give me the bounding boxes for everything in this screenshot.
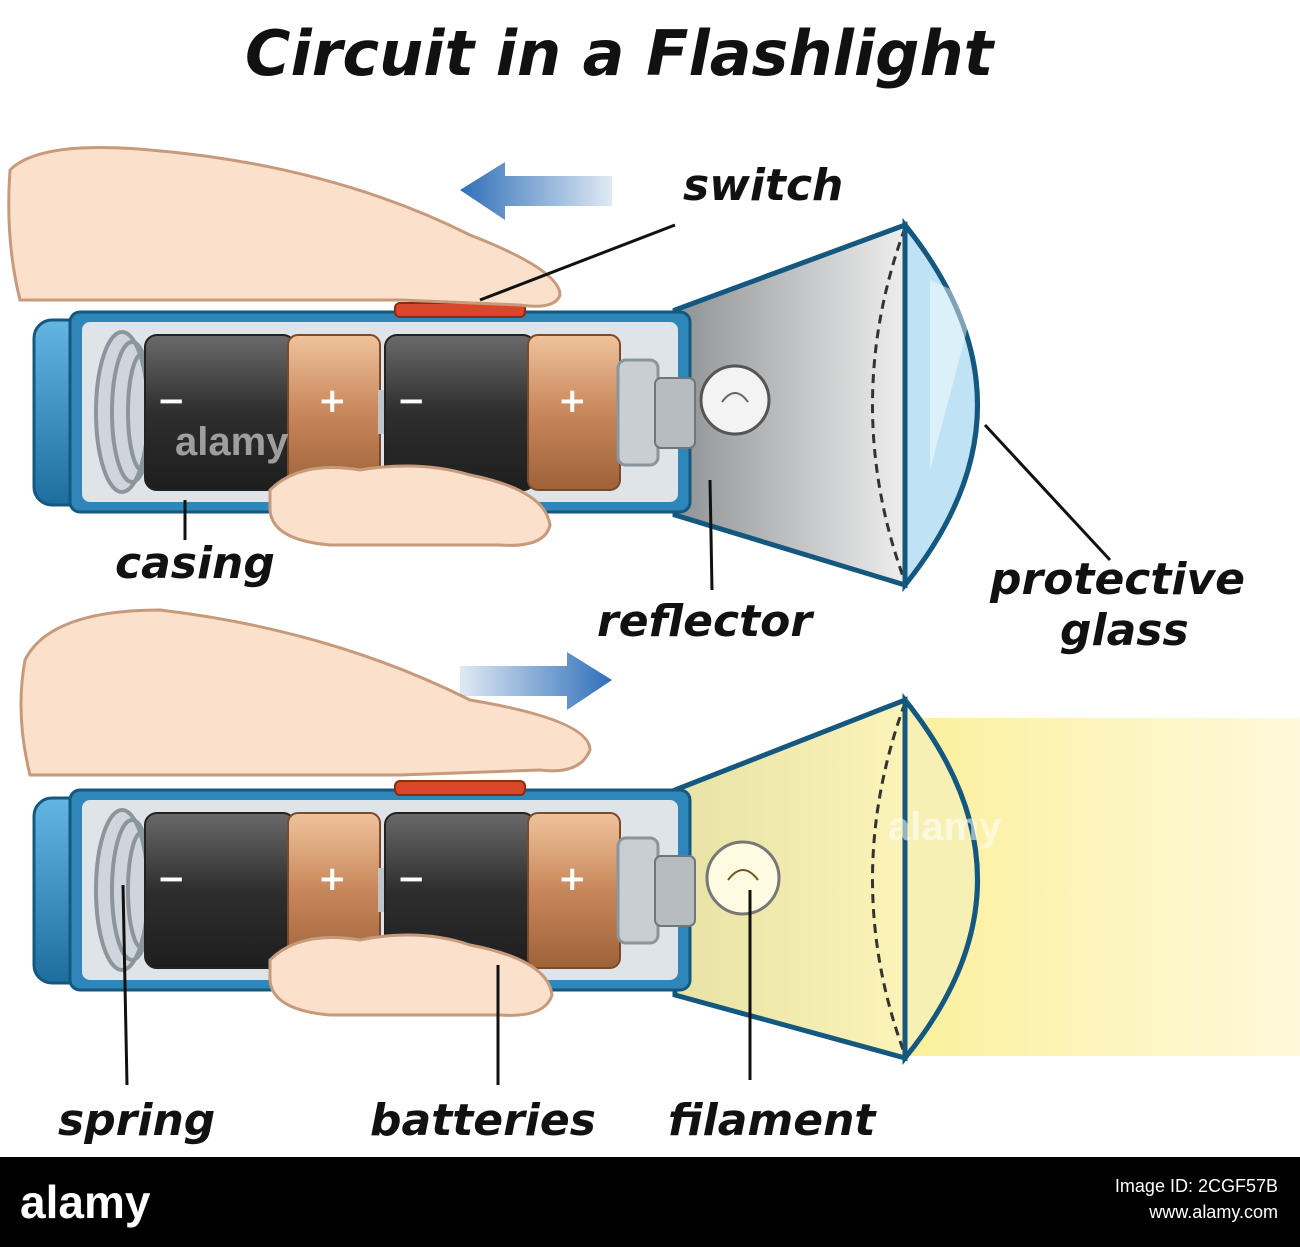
label-protective-glass-line2: glass xyxy=(1060,605,1189,656)
protective-glass xyxy=(902,217,980,593)
label-reflector: reflector xyxy=(597,596,814,647)
footer-image-id: Image ID: 2CGF57B xyxy=(1114,1176,1278,1196)
svg-text:+: + xyxy=(558,859,587,899)
label-protective-glass-line1: protective xyxy=(989,554,1245,605)
hand-bottom-upper xyxy=(19,608,592,777)
bulb-on xyxy=(705,840,781,916)
label-switch: switch xyxy=(683,160,843,211)
footer-info: Image ID: 2CGF57B www.alamy.com xyxy=(1115,1173,1278,1225)
svg-text:+: + xyxy=(318,381,347,421)
diagram-title: Circuit in a Flashlight xyxy=(245,17,996,90)
label-batteries: batteries xyxy=(370,1095,596,1146)
bulb-off xyxy=(699,364,771,436)
svg-text:−: − xyxy=(157,381,186,421)
filament-coil xyxy=(727,869,759,881)
flashlight-off: − + − + alamy xyxy=(7,146,980,593)
svg-text:−: − xyxy=(157,859,186,899)
svg-text:−: − xyxy=(397,381,426,421)
label-casing: casing xyxy=(115,538,275,589)
svg-text:+: + xyxy=(558,381,587,421)
svg-text:−: − xyxy=(397,859,426,899)
flashlight-on: − + − + alamy xyxy=(19,608,1300,1066)
arrow-left xyxy=(460,162,612,220)
watermark: alamy xyxy=(175,420,289,464)
stock-footer: alamy Image ID: 2CGF57B www.alamy.com xyxy=(0,1157,1300,1247)
hand-top-upper xyxy=(7,146,562,308)
leader-lines xyxy=(121,223,1112,1086)
hand-bottom-fingers xyxy=(268,933,554,1017)
label-spring: spring xyxy=(58,1095,215,1146)
hand-top-fingers xyxy=(268,464,552,547)
footer-brand-logo: alamy xyxy=(20,1176,151,1228)
arrow-right xyxy=(460,652,612,710)
footer-site: www.alamy.com xyxy=(1149,1202,1278,1222)
label-filament: filament xyxy=(668,1095,877,1146)
svg-text:+: + xyxy=(318,859,347,899)
watermark: alamy xyxy=(888,805,1002,849)
flashlight-diagram: Circuit in a Flashlight − + − + alamy xyxy=(7,17,1300,1146)
